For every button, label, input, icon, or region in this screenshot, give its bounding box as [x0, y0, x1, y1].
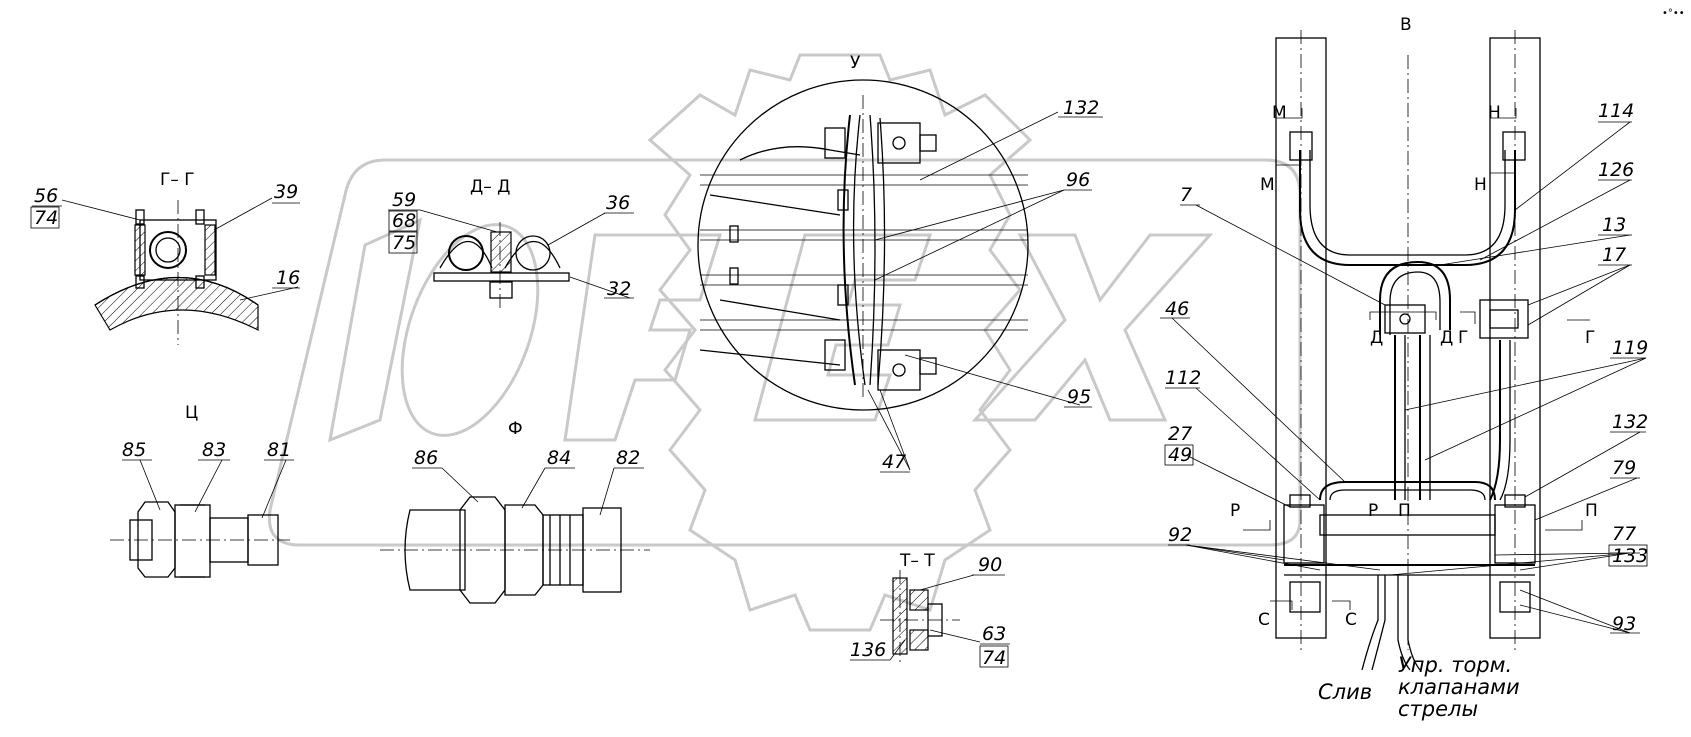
- ref-126: 126: [1598, 159, 1634, 181]
- ref-95: 95: [1067, 386, 1091, 408]
- view-f: Ф: [380, 419, 650, 604]
- label-n-top: Н: [1488, 103, 1501, 123]
- label-n-side: Н: [1474, 175, 1487, 195]
- ref-84: 84: [547, 447, 571, 469]
- label-p-left: П: [1398, 501, 1411, 521]
- note-control-line-2: клапанами: [1398, 675, 1520, 699]
- ref-93: 93: [1612, 613, 1636, 635]
- label-s-right: С: [1345, 610, 1357, 630]
- ref-82: 82: [616, 447, 640, 469]
- ref-32: 32: [607, 278, 631, 300]
- ref-85: 85: [122, 439, 146, 461]
- ref-90: 90: [978, 554, 1002, 576]
- ref-59: 59: [392, 189, 416, 211]
- ref-114: 114: [1598, 100, 1634, 122]
- detail-view-u: У: [697, 53, 1103, 473]
- section-tt: Т– Т: [850, 551, 1010, 665]
- view-v: В: [1160, 15, 1647, 671]
- ref-86: 86: [414, 447, 438, 469]
- label-section-tt: Т– Т: [899, 551, 935, 571]
- label-d-left: Д: [1370, 328, 1383, 348]
- corner-mark: •°••: [1662, 8, 1685, 19]
- label-d-right: Д: [1440, 328, 1453, 348]
- ref-56: 56: [34, 185, 58, 207]
- ref-27: 27: [1168, 423, 1192, 445]
- label-r-right: Р: [1368, 501, 1378, 521]
- label-section-gg: Г– Г: [160, 170, 195, 190]
- section-dd: Д– Д: [388, 177, 634, 310]
- note-drain: Слив: [1318, 680, 1372, 704]
- label-g-left: Г: [1458, 328, 1468, 348]
- ref-119: 119: [1612, 337, 1648, 359]
- ref-77: 77: [1612, 523, 1636, 545]
- ref-47: 47: [882, 451, 906, 473]
- view-ts: Ц: [110, 403, 294, 578]
- ref-112: 112: [1165, 367, 1201, 389]
- ref-13: 13: [1602, 214, 1626, 236]
- label-p-right: П: [1585, 501, 1598, 521]
- ref-63: 63: [982, 623, 1006, 645]
- label-g-right: Г: [1585, 328, 1595, 348]
- label-m-top: М: [1272, 103, 1287, 123]
- ref-132-detail: 132: [1063, 97, 1099, 119]
- ref-46: 46: [1165, 298, 1189, 320]
- ref-75: 75: [392, 232, 416, 254]
- label-m-side: М: [1260, 175, 1275, 195]
- ref-74-tt: 74: [982, 647, 1006, 669]
- ref-136: 136: [850, 639, 886, 661]
- ref-132-main: 132: [1612, 411, 1648, 433]
- ref-96: 96: [1066, 169, 1090, 191]
- section-gg: Г– Г: [32, 170, 300, 345]
- label-view-f: Ф: [508, 419, 523, 439]
- ref-83: 83: [202, 439, 226, 461]
- label-view-v: В: [1400, 15, 1412, 35]
- note-control-line-1: Упр. торм.: [1398, 653, 1512, 677]
- label-s-left: С: [1258, 610, 1270, 630]
- ref-16: 16: [276, 267, 300, 289]
- ref-7: 7: [1180, 184, 1192, 206]
- ref-39: 39: [274, 181, 298, 203]
- watermark-logo: [267, 53, 1302, 632]
- label-r-left: Р: [1230, 501, 1240, 521]
- ref-74: 74: [34, 207, 58, 229]
- ref-17: 17: [1602, 244, 1626, 266]
- ref-68: 68: [392, 210, 416, 232]
- label-detail-u: У: [850, 53, 861, 73]
- ref-81: 81: [267, 439, 291, 461]
- ref-133: 133: [1612, 545, 1648, 567]
- ref-92: 92: [1168, 524, 1192, 546]
- ref-36: 36: [606, 192, 630, 214]
- note-control-line-3: стрелы: [1398, 697, 1478, 721]
- ref-49: 49: [1168, 444, 1192, 466]
- label-section-dd: Д– Д: [470, 177, 510, 197]
- label-view-ts: Ц: [185, 403, 198, 423]
- ref-79: 79: [1612, 457, 1636, 479]
